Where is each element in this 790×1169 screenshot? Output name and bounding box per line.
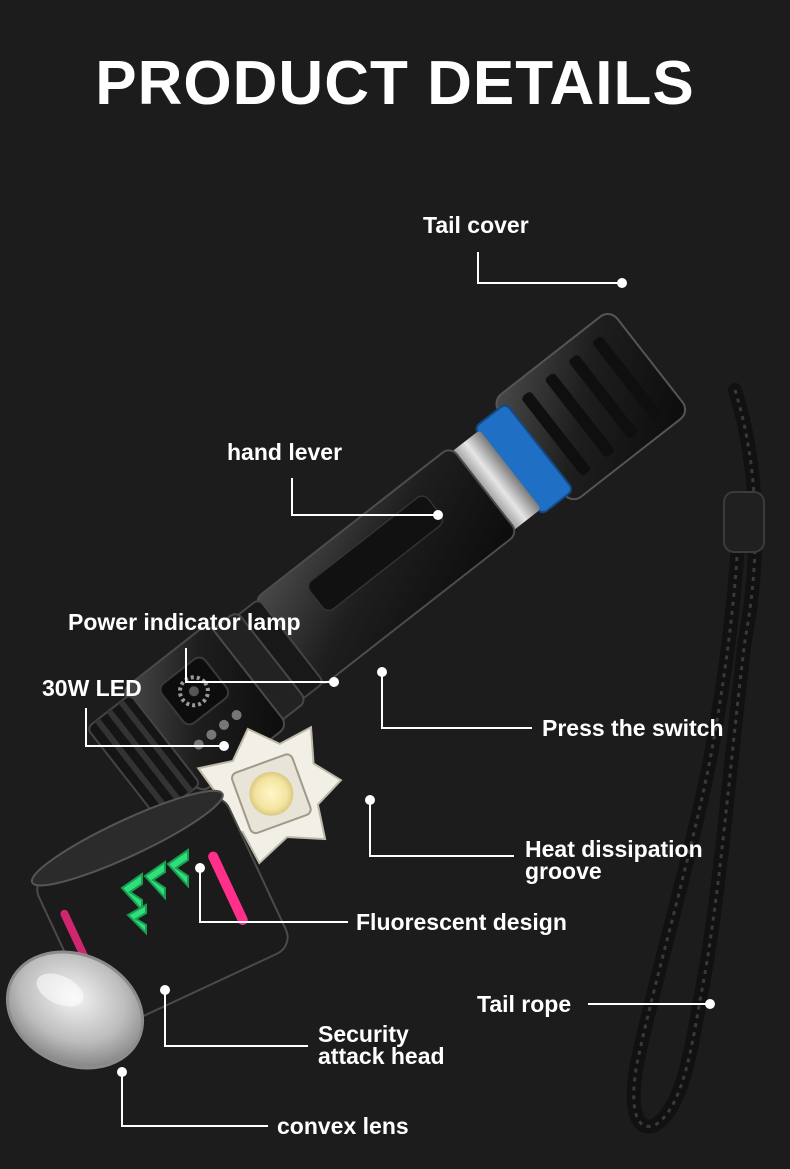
label-security-line-1: Security bbox=[318, 1021, 409, 1047]
callout-dots bbox=[117, 278, 715, 1077]
label-tail-cover: Tail cover bbox=[423, 212, 529, 238]
label-30w-led: 30W LED bbox=[42, 675, 142, 701]
fluorescent-arrows bbox=[120, 848, 189, 936]
label-tail-rope: Tail rope bbox=[477, 991, 572, 1017]
label-security-attack-head: Security attack head bbox=[318, 1021, 445, 1069]
convex-lens bbox=[5, 950, 145, 1070]
label-hand-lever: hand lever bbox=[227, 439, 343, 465]
label-power-indicator-lamp: Power indicator lamp bbox=[68, 609, 301, 635]
label-heat-line-2: groove bbox=[525, 858, 602, 884]
label-heat-line-1: Heat dissipation bbox=[525, 836, 703, 862]
callout-lines bbox=[85, 252, 710, 1127]
power-indicator-dots bbox=[193, 710, 242, 750]
grip-rings bbox=[207, 600, 323, 724]
label-convex-lens: convex lens bbox=[277, 1113, 409, 1139]
pink-accent-bar bbox=[208, 851, 248, 926]
page-title: PRODUCT DETAILS bbox=[95, 49, 695, 118]
hand-lever bbox=[307, 495, 444, 612]
silver-thread bbox=[451, 431, 540, 531]
tail-rope bbox=[626, 383, 765, 1134]
pink-accent-bar-left bbox=[60, 909, 91, 965]
label-press-the-switch: Press the switch bbox=[542, 715, 724, 741]
label-heat-dissipation-groove: Heat dissipation groove bbox=[525, 836, 703, 884]
label-fluorescent-design: Fluorescent design bbox=[356, 909, 567, 935]
label-security-line-2: attack head bbox=[318, 1043, 445, 1069]
